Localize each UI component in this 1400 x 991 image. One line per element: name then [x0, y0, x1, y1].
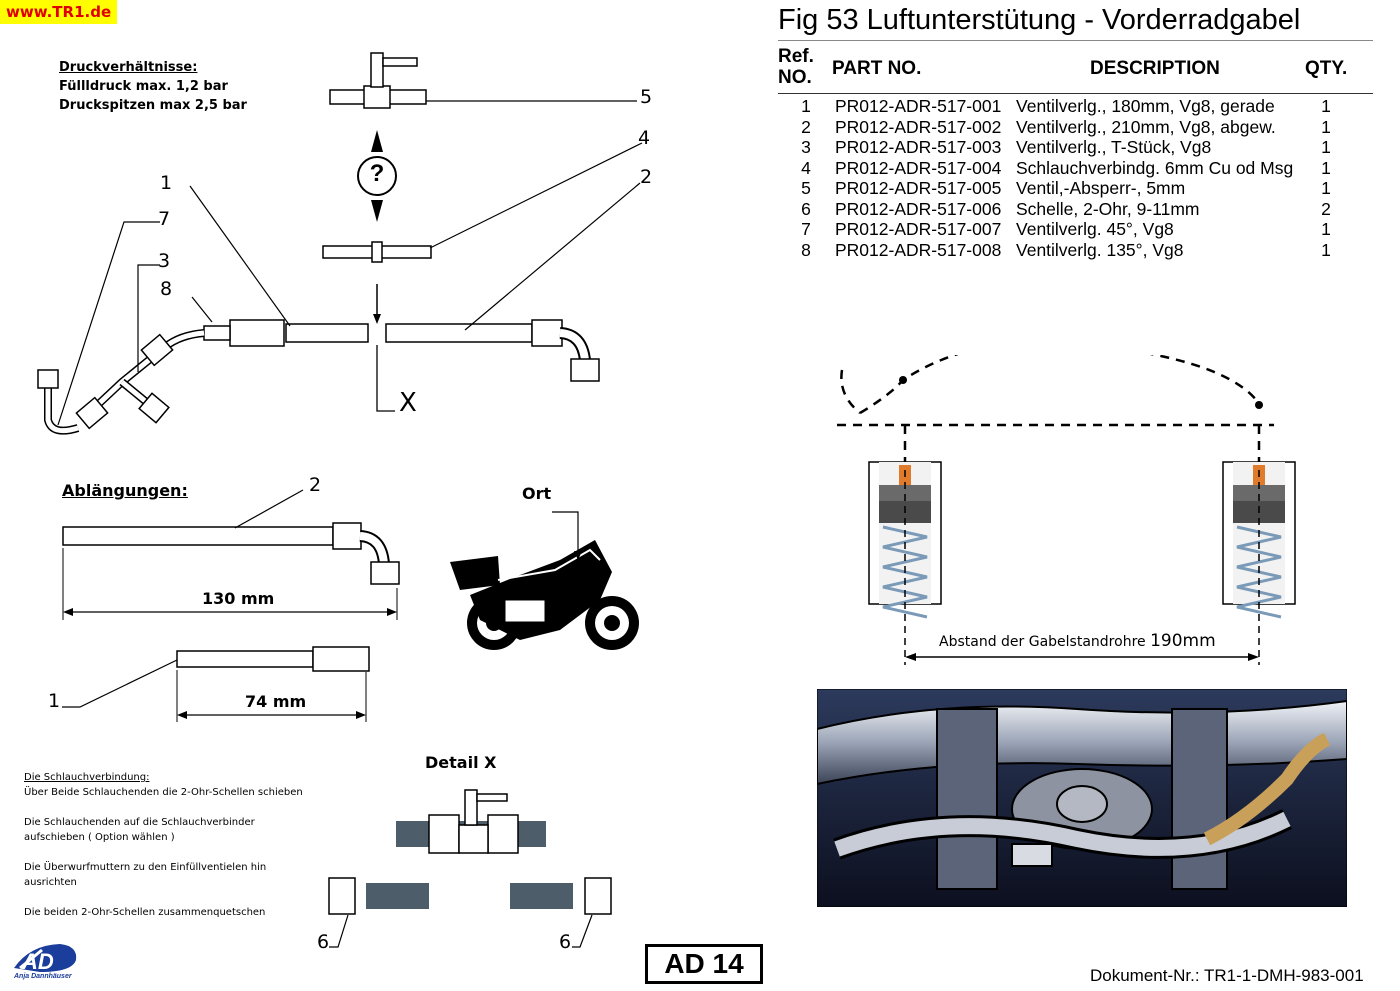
instruction-step-3b: ausrichten: [24, 877, 77, 888]
header-qty: QTY.: [1305, 58, 1348, 79]
detail-x-drawing: [328, 789, 612, 915]
header-part-no: PART NO.: [832, 58, 922, 79]
t-piece-part-3: [37, 333, 174, 435]
fill-pressure: Füllldruck max. 1,2 bar: [59, 79, 228, 94]
description-cell: Ventilverlg., 210mm, Vg8, abgew.: [1016, 116, 1276, 137]
hose-part-1: [162, 319, 369, 351]
description-cell: Schelle, 2-Ohr, 9-11mm: [1016, 198, 1200, 219]
ref-cell: 4: [801, 157, 811, 178]
callout-2: 2: [640, 166, 653, 188]
description-cell: Schlauchverbindg. 6mm Cu od Msg: [1016, 157, 1294, 178]
ref-cell: 8: [801, 239, 811, 260]
ref-cell: 7: [801, 219, 811, 239]
description-cell: Ventil,-Absperr-, 5mm: [1016, 178, 1186, 198]
fork-distance-value: 190mm: [1150, 631, 1216, 651]
part-no-cell: PR012-ADR-517-005: [835, 178, 1002, 198]
table-row: 1 PR012-ADR-517-001 Ventilverlg., 180mm, V…: [778, 96, 1378, 116]
page-id-box: AD 14: [645, 944, 763, 984]
qty-cell: 1: [1321, 116, 1331, 137]
question-mark: ?: [369, 160, 385, 187]
question-arrow: [357, 130, 397, 222]
logo-caption: Anja Dannhäuser: [14, 973, 72, 980]
callout-6-left: 6: [317, 931, 330, 953]
length-130: 130 mm: [202, 589, 275, 608]
table-row: 4 PR012-ADR-517-004 Schlauchverbindg. 6mm …: [778, 158, 1378, 178]
qty-cell: 2: [1321, 198, 1331, 219]
logo-letters: AD: [22, 949, 54, 974]
callout-7: 7: [158, 208, 171, 230]
instructions-heading: Die Schlauchverbindung:: [24, 772, 150, 783]
qty-cell: 1: [1321, 96, 1331, 116]
qty-cell: 1: [1321, 239, 1331, 260]
title-divider: [778, 40, 1373, 41]
part-no-cell: PR012-ADR-517-006: [835, 198, 1002, 219]
description-cell: Ventilverlg., T-Stück, Vg8: [1016, 137, 1212, 157]
callout-1-cut: 1: [48, 690, 61, 712]
instruction-step-4: Die beiden 2-Ohr-Schellen zusammenquetsc…: [24, 907, 266, 918]
table-row: 5 PR012-ADR-517-005 Ventil,-Absperr-, 5mm 1: [778, 178, 1378, 198]
part-no-cell: PR012-ADR-517-002: [835, 116, 1002, 137]
instructions: Die Schlauchverbindung: Über Beide Schla…: [24, 770, 303, 920]
callout-3: 3: [158, 250, 171, 272]
qty-cell: 1: [1321, 157, 1331, 178]
fork-distance-label: Abstand der Gabelstandrohre 190mm: [939, 631, 1216, 651]
peak-pressure: Druckspitzen max 2,5 bar: [59, 98, 247, 113]
table-row: 2 PR012-ADR-517-002 Ventilverlg., 210mm, V…: [778, 117, 1378, 137]
detail-x-marker: X: [399, 388, 417, 418]
pressure-heading: Druckverhältnisse:: [59, 60, 198, 75]
callout-8: 8: [160, 278, 173, 300]
ref-cell: 5: [801, 178, 811, 198]
site-label[interactable]: www.TR1.de: [0, 0, 118, 24]
qty-cell: 1: [1321, 137, 1331, 157]
instruction-step-2: Die Schlauchenden auf die Schlauchverbin…: [24, 817, 255, 828]
hose-part-2: [385, 319, 600, 382]
part-no-cell: PR012-ADR-517-008: [835, 239, 1002, 260]
ref-cell: 3: [801, 137, 811, 157]
fork-diagram: [837, 355, 1296, 665]
ref-cell: 6: [801, 198, 811, 219]
motorcycle-silhouette: [450, 540, 639, 650]
ablaengungen-heading: Ablängungen:: [62, 481, 188, 500]
table-row: 8 PR012-ADR-517-008 Ventilverlg. 135°, Vg8…: [778, 240, 1378, 260]
table-row: 7 PR012-ADR-517-007 Ventilverlg. 45°, Vg8 1: [778, 219, 1378, 239]
document-number: Dokument-Nr.: TR1-1-DMH-983-001: [1090, 966, 1364, 985]
table-row: 6 PR012-ADR-517-006 Schelle, 2-Ohr, 9-11mm…: [778, 199, 1378, 219]
description-cell: Ventilverlg., 180mm, Vg8, gerade: [1016, 96, 1275, 116]
callout-5: 5: [640, 86, 653, 108]
table-header-rule: [778, 93, 1373, 94]
header-description: DESCRIPTION: [1090, 58, 1220, 79]
instruction-step-2b: aufschieben ( Option wählen ): [24, 832, 175, 843]
qty-cell: 1: [1321, 178, 1331, 198]
valve-part-5: [329, 52, 427, 109]
ort-label: Ort: [522, 484, 552, 503]
instruction-step-1: Über Beide Schlauchenden die 2-Ohr-Schel…: [24, 787, 303, 798]
part-no-cell: PR012-ADR-517-001: [835, 96, 1002, 116]
figure-title: Fig 53 Luftunterstütung - Vorderradgabel: [778, 4, 1301, 36]
ref-cell: 2: [801, 116, 811, 137]
instruction-step-3: Die Überwurfmuttern zu den Einfüllventie…: [24, 862, 267, 873]
description-cell: Ventilverlg. 45°, Vg8: [1016, 219, 1174, 239]
table-row: 3 PR012-ADR-517-003 Ventilverlg., T-Stück,…: [778, 137, 1378, 157]
length-74: 74 mm: [245, 692, 307, 711]
description-cell: Ventilverlg. 135°, Vg8: [1016, 239, 1184, 260]
detail-x-label: Detail X: [425, 753, 497, 772]
callout-6-right: 6: [559, 931, 572, 953]
cut-hose-1: [176, 646, 370, 672]
callout-4: 4: [638, 127, 651, 149]
part-no-cell: PR012-ADR-517-007: [835, 219, 1002, 239]
part-no-cell: PR012-ADR-517-003: [835, 137, 1002, 157]
header-ref: Ref. NO.: [778, 46, 814, 88]
callout-2-cut: 2: [309, 474, 322, 496]
callout-1: 1: [160, 172, 173, 194]
fork-photo: [817, 689, 1347, 907]
ref-cell: 1: [801, 96, 811, 116]
pressure-notes: Druckverhältnisse: Füllldruck max. 1,2 b…: [59, 58, 247, 115]
connector-part-4: [322, 241, 432, 263]
logo: [14, 944, 77, 972]
qty-cell: 1: [1321, 219, 1331, 239]
part-no-cell: PR012-ADR-517-004: [835, 157, 1002, 178]
cut-hose-2: [62, 522, 400, 585]
hose-diagram: [14, 52, 643, 972]
